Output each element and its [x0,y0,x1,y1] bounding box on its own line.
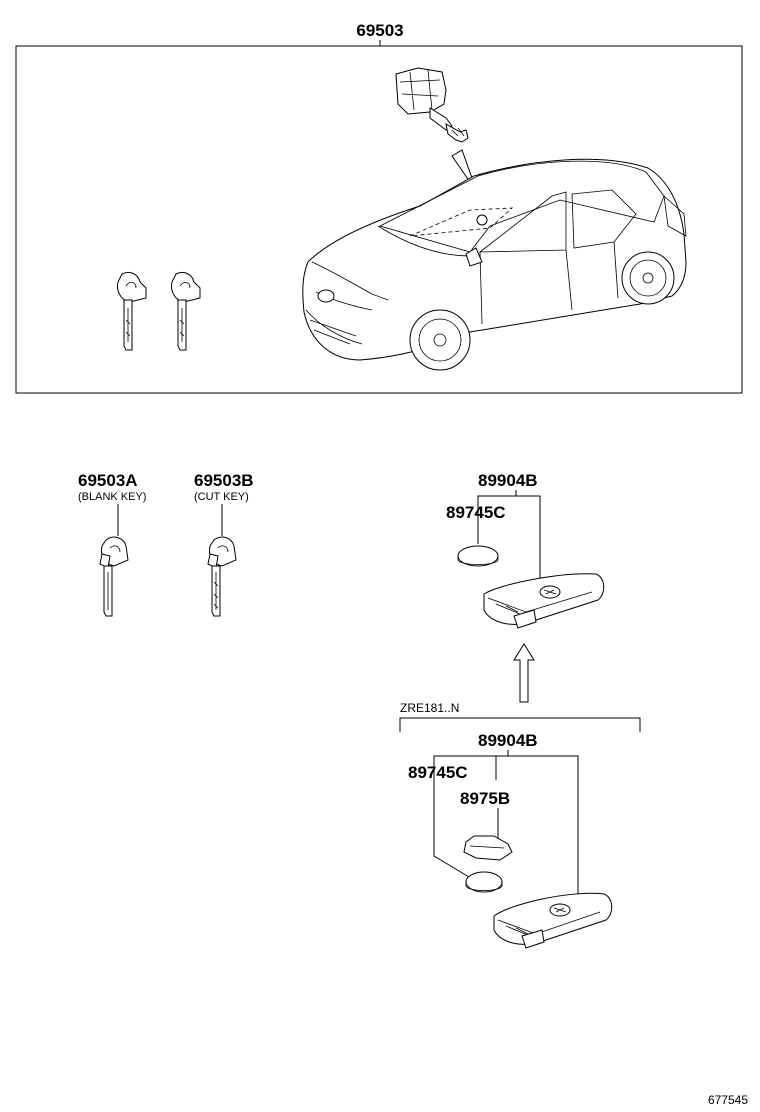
blank-key-part-number[interactable]: 69503A [78,471,138,490]
upper-transmitter-group: 89904B 89745C [446,471,605,629]
ignition-cylinder-icon [395,67,469,143]
variant-bracket [399,717,641,732]
battery-icon [465,871,503,893]
lower-battery-leader [433,750,509,881]
battery-icon [457,545,499,567]
variant-note-group: ZRE181..N [399,701,641,732]
battery-cover-icon [463,835,513,861]
smart-key-fob-icon [493,892,613,949]
upper-transmitter-leader [516,495,541,580]
upper-battery-part-number[interactable]: 89745C [446,503,506,522]
illustration-number: 677545 [708,1093,748,1107]
vehicle-outline-icon [302,158,687,371]
cut-key-part-number[interactable]: 69503B [194,471,254,490]
variant-note: ZRE181..N [400,701,459,715]
upper-transmitter-part-number[interactable]: 89904B [478,471,538,490]
lower-transmitter-part-number[interactable]: 89904B [478,731,538,750]
lower-battery-part-number[interactable]: 89745C [408,763,468,782]
blank-key-description: (BLANK KEY) [78,491,146,503]
cut-key-group: 69503B (CUT KEY) [194,471,254,617]
upper-battery-leader [477,490,517,544]
key-icon [171,271,201,351]
lower-transmitter-group: 89904B 89745C 8975B [408,731,613,949]
blank-key-group: 69503A (BLANK KEY) [78,471,146,617]
lower-cover-part-number[interactable]: 8975B [460,789,510,808]
assembly-group: 69503 [15,21,743,394]
cut-key-icon [207,536,237,617]
assembly-part-number[interactable]: 69503 [356,21,403,40]
assembly-frame [15,45,743,394]
smart-key-fob-icon [483,573,605,629]
cut-key-description: (CUT KEY) [194,491,249,503]
blank-key-icon [99,536,129,617]
key-icon [117,271,147,351]
up-arrow-icon [513,643,535,703]
lower-transmitter-leader [508,755,579,900]
